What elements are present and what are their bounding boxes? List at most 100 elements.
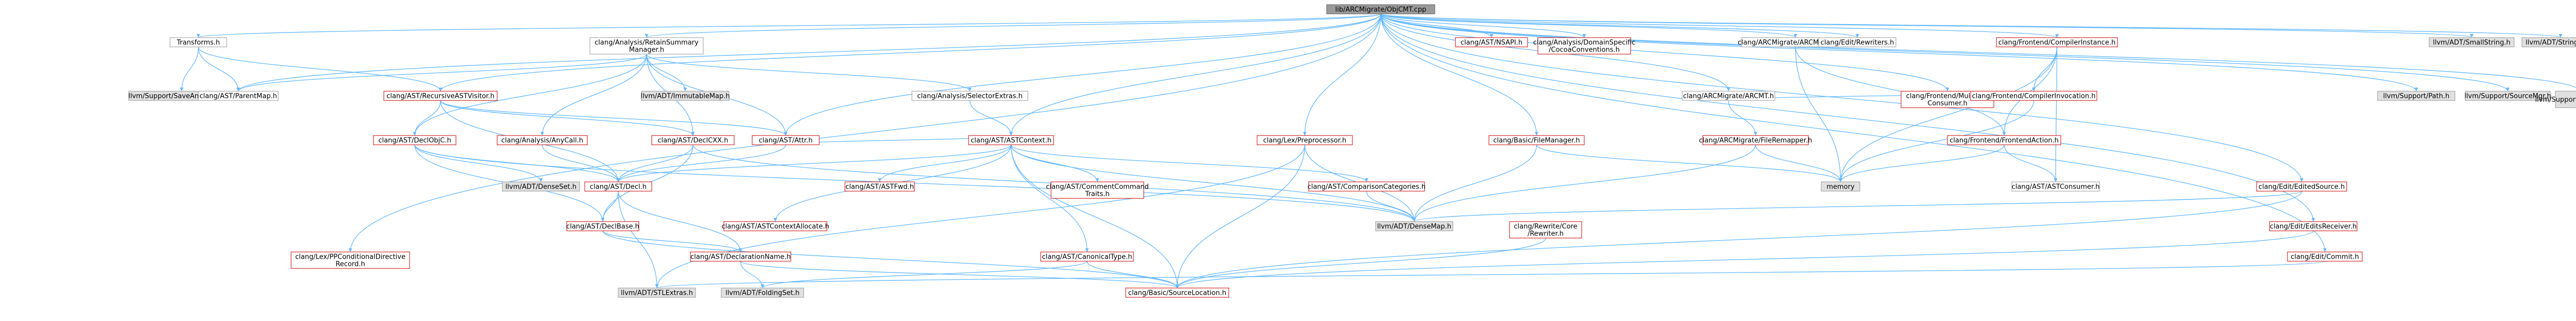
node-n16[interactable]: clang/Lex/Preprocessor.h	[1257, 135, 1353, 145]
node-label: clang/AST/RecursiveASTVisitor.h	[386, 93, 495, 100]
edge-n0-n16	[1304, 13, 1381, 136]
node-label: clang/AST/NSAPI.h	[1461, 39, 1522, 47]
edge-arrowhead	[1726, 88, 1731, 91]
node-n3[interactable]: clang/AST/ParentMap.h	[198, 91, 279, 101]
edge-n41-n48	[762, 261, 1088, 289]
edge-arrowhead	[2470, 34, 2473, 38]
node-n46[interactable]: clang/AST/ASTConsumer.h	[2011, 181, 2100, 192]
node-label: llvm/ADT/ImmutableMap.h	[640, 93, 730, 100]
node-n39[interactable]: clang/AST/ASTContextAllocate.h	[722, 221, 829, 231]
node-n10[interactable]: clang/AST/Attr.h	[752, 135, 820, 145]
node-label: llvm/ADT/FoldingSet.h	[725, 290, 800, 297]
edge-arrowhead	[438, 88, 443, 91]
node-box	[2465, 91, 2551, 101]
edge-arrowhead	[1855, 34, 1859, 38]
edge-n23-n46	[2055, 46, 2058, 182]
node-n26[interactable]: clang/Edit/EditedSource.h	[2256, 181, 2347, 192]
node-n4[interactable]: clang/AST/RecursiveASTVisitor.h	[383, 91, 498, 101]
node-n0[interactable]: lib/ARCMigrate/ObjCMT.cpp	[1326, 4, 1435, 14]
node-n31: llvm/Support/Path.h	[2377, 91, 2455, 101]
node-n43: llvm/ADT/DenseMap.h	[1375, 221, 1453, 231]
edge-arrowhead	[691, 132, 695, 136]
edge-n0-n26	[1380, 13, 2302, 182]
node-n45[interactable]: clang/Rewrite/Core/Rewriter.h	[1509, 221, 1582, 239]
edge-arrowhead	[539, 178, 543, 182]
edge-n1-n3	[198, 46, 239, 92]
node-box	[2377, 91, 2455, 101]
node-label: clang/Basic/FileManager.h	[1493, 137, 1580, 145]
node-n13[interactable]: clang/Analysis/DomainSpecific/CocoaConve…	[1533, 37, 1636, 55]
node-label: clang/AST/ComparisonCategories.h	[1308, 183, 1426, 191]
node-box	[1821, 181, 1860, 192]
node-n17[interactable]: clang/Basic/FileManager.h	[1488, 135, 1585, 145]
node-n49[interactable]: clang/Basic/SourceLocation.h	[1125, 288, 1229, 298]
edge-n0-n22	[1380, 13, 1948, 92]
node-n24[interactable]: clang/Frontend/CompilerInvocation.h	[1970, 91, 2097, 101]
node-n7[interactable]: clang/Analysis/AnyCall.h	[497, 135, 588, 145]
node-box	[1455, 37, 1528, 47]
node-label: clang/Edit/EditedSource.h	[2259, 183, 2345, 191]
node-label: clang/AST/DeclCXX.h	[657, 137, 728, 145]
node-box	[1488, 135, 1585, 145]
edge-arrowhead	[348, 248, 352, 252]
node-box	[911, 91, 1028, 101]
edge-arrowhead	[2054, 178, 2058, 182]
node-n34[interactable]: clang/AST/Decl.h	[584, 181, 652, 192]
edge-arrowhead	[1582, 34, 1586, 38]
node-n20[interactable]: clang/ARCMigrate/FileRemapper.h	[1699, 135, 1812, 145]
node-n18[interactable]: clang/ARCMigrate/ARCMT.h	[1682, 91, 1775, 101]
node-n12[interactable]: clang/AST/NSAPI.h	[1455, 37, 1528, 47]
edge-n36-n37	[602, 230, 741, 252]
edge-n24-n44	[1840, 100, 2035, 182]
edge-n0-n29	[1380, 13, 2472, 38]
edge-arrowhead	[1303, 132, 1307, 136]
edge-n0-n30	[1380, 13, 2561, 38]
edge-n9-n34	[618, 144, 693, 182]
edge-arrowhead	[739, 248, 742, 252]
node-n1[interactable]: Transforms.h	[170, 37, 227, 47]
node-box	[1308, 181, 1425, 192]
node-n6[interactable]: clang/AST/DeclObjC.h	[373, 135, 456, 145]
node-n27[interactable]: clang/Edit/EditsReceiver.h	[2269, 221, 2358, 231]
edge-arrowhead	[540, 132, 544, 136]
edge-n4-n9	[440, 100, 693, 136]
node-n25[interactable]: clang/Frontend/FrontendAction.h	[1947, 135, 2061, 145]
node-n14[interactable]: clang/AST/ASTContext.h	[968, 135, 1054, 145]
node-box	[291, 251, 410, 269]
node-n28[interactable]: clang/Edit/Commit.h	[2287, 251, 2363, 262]
node-n38[interactable]: clang/AST/ASTFwd.h	[844, 181, 915, 192]
edge-n0-n14	[1010, 13, 1381, 136]
node-n36[interactable]: clang/AST/DeclBase.h	[566, 221, 639, 231]
node-label: Record.h	[335, 261, 365, 268]
edge-arrowhead	[760, 284, 765, 288]
node-n11[interactable]: clang/Analysis/SelectorExtras.h	[911, 91, 1028, 101]
node-label: clang/Basic/SourceLocation.h	[1128, 290, 1226, 297]
edge-arrowhead	[784, 132, 788, 136]
edge-n18-n20	[1728, 100, 1756, 136]
node-label: llvm/ADT/DenseMap.h	[1377, 223, 1451, 231]
edge-n19-n44	[1795, 46, 1841, 182]
edge-arrowhead	[773, 218, 777, 222]
edge-n0-n3	[238, 13, 1381, 92]
node-box	[1050, 181, 1144, 199]
edge-n19-n25	[1795, 46, 2005, 136]
node-n41[interactable]: clang/AST/CanonicalType.h	[1040, 251, 1134, 262]
node-n37[interactable]: clang/AST/DeclarationName.h	[690, 251, 791, 262]
edge-n0-n23	[1380, 13, 2058, 38]
edge-n6-n35	[414, 144, 541, 182]
edge-n0-n21	[1380, 13, 1858, 38]
node-n21[interactable]: clang/Edit/Rewriters.h	[1818, 37, 1896, 47]
node-n42[interactable]: clang/AST/ComparisonCategories.h	[1308, 181, 1426, 192]
edge-arrowhead	[2002, 132, 2006, 136]
node-box	[1702, 135, 1809, 145]
node-n23[interactable]: clang/Frontend/CompilerInstance.h	[1996, 37, 2118, 47]
edge-n20-n44	[1755, 144, 1841, 182]
edge-arrowhead	[616, 178, 620, 182]
node-n9[interactable]: clang/AST/DeclCXX.h	[651, 135, 735, 145]
edge-n0-n4	[440, 13, 1381, 92]
edge-arrowhead	[655, 284, 659, 288]
edge-n34-n36	[602, 191, 619, 222]
